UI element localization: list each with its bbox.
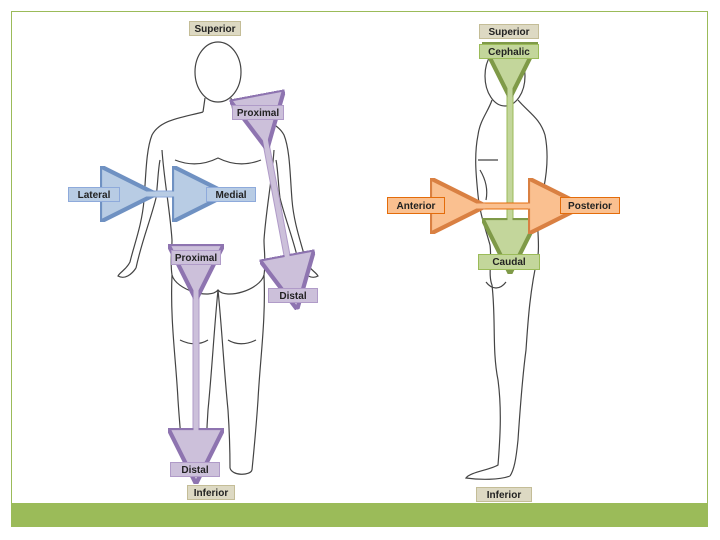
caudal-label: Caudal xyxy=(478,254,540,270)
leg-proximal-label: Proximal xyxy=(171,250,221,265)
arm-distal-label: Distal xyxy=(268,288,318,303)
anterior-label: Anterior xyxy=(387,197,445,214)
side-superior-label: Superior xyxy=(479,24,539,39)
leg-distal-label: Distal xyxy=(170,462,220,477)
cephalic-label: Cephalic xyxy=(479,44,539,59)
arm-proximal-distal-arrow xyxy=(262,122,292,282)
footer-bar xyxy=(11,503,708,527)
medial-label: Medial xyxy=(206,187,256,202)
slide-frame xyxy=(11,11,708,527)
front-superior-label: Superior xyxy=(189,21,241,36)
lateral-label: Lateral xyxy=(68,187,120,202)
arm-proximal-label: Proximal xyxy=(232,105,284,120)
posterior-label: Posterior xyxy=(560,197,620,214)
front-inferior-label: Inferior xyxy=(187,485,235,500)
side-inferior-label: Inferior xyxy=(476,487,532,502)
